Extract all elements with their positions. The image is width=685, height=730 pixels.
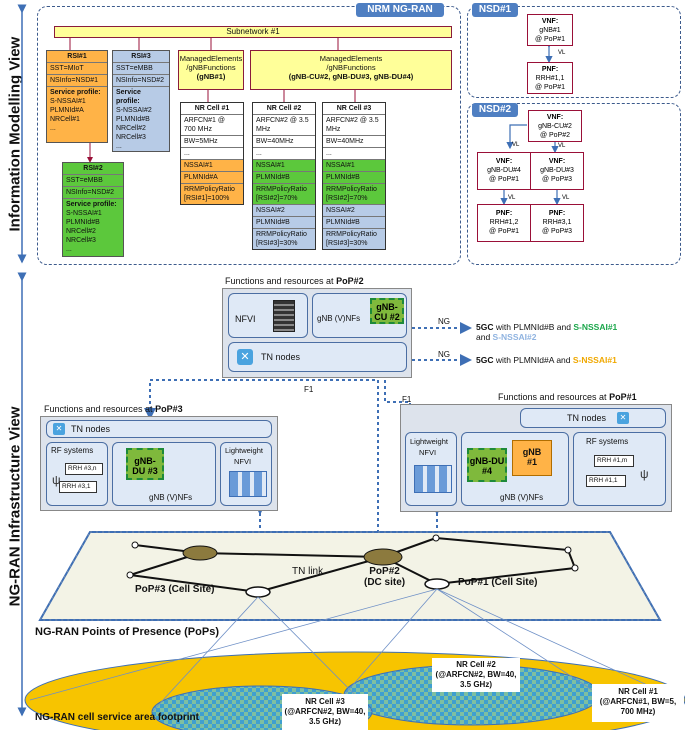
pop3-lightweight-nfvi: Lightweight NFVI bbox=[220, 442, 272, 506]
subnetwork-box: Subnetwork #1 bbox=[54, 26, 452, 38]
server-icon bbox=[229, 471, 267, 497]
nsd1-vl-label: VL bbox=[558, 50, 566, 56]
nrm-tag: NRM NG-RAN bbox=[356, 3, 444, 17]
rsi3-box: RSI#3 SST=eMBB NSInfo=NSD#2 Service prof… bbox=[112, 50, 170, 152]
rrh-3n: RRH #3,n bbox=[65, 463, 103, 475]
rrh-31: RRH #3,1 bbox=[59, 481, 97, 493]
nrm-frame bbox=[37, 6, 461, 265]
tn-switch-icon: ✕ bbox=[237, 349, 253, 365]
pop2-node bbox=[363, 548, 403, 566]
nsd2-vl-label-2: VL bbox=[558, 143, 566, 149]
gnb-cu2: gNB-CU #2 bbox=[370, 298, 404, 324]
antenna-icon: ψ bbox=[640, 467, 649, 481]
pop2-tn-nodes: ✕ TN nodes bbox=[228, 342, 407, 372]
nsd2-tag: NSD#2 bbox=[472, 103, 518, 117]
pops-label: NG-RAN Points of Presence (PoPs) bbox=[35, 626, 219, 638]
pop1-node bbox=[424, 578, 450, 590]
rrh-1m: RRH #1,m bbox=[594, 455, 634, 467]
nr-cell2-label: NR Cell #2(@ARFCN#2, BW=40,3.5 GHz) bbox=[432, 658, 520, 692]
pop3-site-label: PoP#3 (Cell Site) bbox=[135, 584, 215, 595]
nsd2-vnf-du4: VNF:gNB-DU#4@ PoP#1 bbox=[477, 152, 531, 190]
pop2-nfvi: NFVI bbox=[228, 293, 308, 338]
nsd2-pnf-rrh31: PNF:RRH#3,1@ PoP#3 bbox=[530, 204, 584, 242]
nsd2-frame bbox=[467, 103, 681, 265]
nsd1-frame bbox=[467, 6, 681, 98]
nr-cell1-box: NR Cell #1 ARFCN#1 @700 MHz BW=5MHz ... … bbox=[180, 102, 244, 205]
server-rack-icon bbox=[273, 300, 295, 332]
ng-label-1: NG bbox=[438, 317, 450, 326]
nsd1-vnf-gnb1: VNF:gNB#1@ PoP#1 bbox=[527, 14, 573, 46]
nr-cell3-label: NR Cell #3(@ARFCN#2, BW=40,3.5 GHz) bbox=[282, 694, 368, 730]
pop3-rf-systems: RF systems ψ RRH #3,n RRH #3,1 bbox=[46, 442, 108, 506]
rrh-11: RRH #1,1 bbox=[586, 475, 626, 487]
rsi2-box: RSI#2 SST=eMBB NSInfo=NSD#2 Service prof… bbox=[62, 162, 124, 257]
nsd2-vl-label-4: VL bbox=[562, 195, 570, 201]
nsd2-vl-label-1: VL bbox=[512, 142, 520, 148]
nsd1-tag: NSD#1 bbox=[472, 3, 518, 17]
nr-cell1-label: NR Cell #1(@ARFCN#1, BW=5,700 MHz) bbox=[592, 684, 684, 722]
managed-element-gnb1: ManagedElements/gNBFunctions(gNB#1) bbox=[178, 50, 244, 90]
core-plmn-a: 5GC with PLMNId#A and S-NSSAI#1 bbox=[476, 355, 617, 365]
gnb-du4: gNB-DU #4 bbox=[467, 448, 507, 482]
footprint-label: NG-RAN cell service area footprint bbox=[35, 712, 199, 723]
pop3-tn-nodes: ✕ TN nodes bbox=[46, 420, 272, 438]
pop1-lightweight-nfvi: Lightweight NFVI bbox=[405, 432, 457, 506]
pop1-tn-nodes: TN nodes ✕ bbox=[520, 408, 666, 428]
pop2-site-label: PoP#2(DC site) bbox=[364, 566, 406, 588]
nsd2-vnf-du3: VNF:gNB-DU#3@ PoP#3 bbox=[530, 152, 584, 190]
gnb-du3: gNB-DU #3 bbox=[126, 448, 164, 480]
pop3-node bbox=[245, 586, 271, 598]
pop1-rf-systems: RF systems RRH #1,m RRH #1,1 ψ bbox=[573, 432, 666, 506]
nsd2-pnf-rrh12: PNF:RRH#1,2@ PoP#1 bbox=[477, 204, 531, 242]
nsd2-vl-label-3: VL bbox=[508, 195, 516, 201]
f1-label-b: F1 bbox=[402, 395, 412, 404]
managed-element-gnb-cu-du: ManagedElements/gNBFunctions(gNB-CU#2, g… bbox=[250, 50, 452, 90]
tn-node-oval bbox=[182, 545, 218, 561]
pop2-title: Functions and resources at PoP#2 bbox=[225, 276, 364, 286]
tn-link-label: TN link bbox=[292, 566, 324, 577]
rsi1-box: RSI#1 SST=MIoT NSInfo=NSD#1 Service prof… bbox=[46, 50, 108, 143]
tn-switch-icon: ✕ bbox=[617, 412, 629, 424]
f1-label-a: F1 bbox=[304, 385, 314, 394]
core-plmn-b: 5GC with PLMNId#B and S-NSSAI#1 and S-NS… bbox=[476, 322, 618, 342]
nsd1-pnf-rrh: PNF:RRH#1,1@ PoP#1 bbox=[527, 62, 573, 94]
server-icon bbox=[414, 465, 452, 493]
antenna-icon: ψ bbox=[52, 473, 61, 487]
tn-switch-icon: ✕ bbox=[53, 423, 65, 435]
nsd2-vnf-cu: VNF:gNB-CU#2@ PoP#2 bbox=[528, 110, 582, 142]
pop3-title: Functions and resources at PoP#3 bbox=[44, 404, 183, 414]
pop1-site-label: PoP#1 (Cell Site) bbox=[458, 577, 538, 588]
pop1-title: Functions and resources at PoP#1 bbox=[498, 392, 637, 402]
ng-label-2: NG bbox=[438, 350, 450, 359]
gnb1: gNB #1 bbox=[512, 440, 552, 476]
